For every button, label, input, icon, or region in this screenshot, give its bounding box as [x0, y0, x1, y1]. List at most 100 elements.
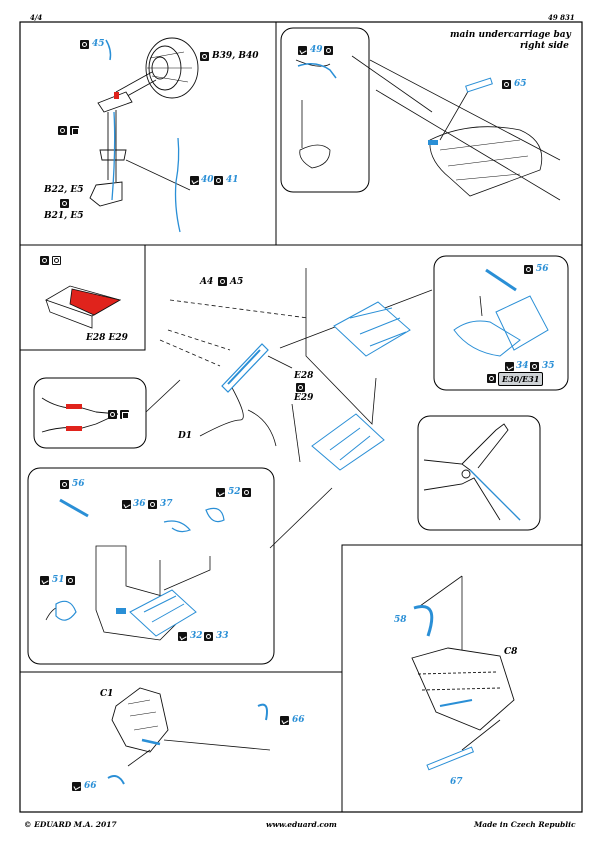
- bay-blue-mark: [428, 140, 438, 145]
- bend-icon: [298, 46, 307, 55]
- glue-icon: [242, 488, 251, 497]
- bend-icon: [178, 632, 187, 641]
- footer-origin: Made in Czech Republic: [474, 820, 576, 829]
- bend-icon: [280, 716, 289, 725]
- label-e28-e29-flap: E28 E29: [86, 333, 128, 343]
- label-b39-b40: B39, B40: [212, 51, 259, 61]
- part-58-arc: [413, 605, 434, 637]
- part-66-left: [107, 775, 125, 785]
- bay-title-line1: main undercarriage bay: [450, 30, 571, 40]
- bay-title-line2: right side: [520, 41, 569, 51]
- center-assembly: [145, 268, 433, 549]
- c1-blue-strip: [141, 738, 161, 746]
- callout-34: 34: [516, 361, 529, 371]
- callout-45: 45: [92, 39, 105, 49]
- glue-icon: [80, 40, 89, 49]
- fold-icon: [120, 410, 129, 419]
- glue-icon: [214, 176, 223, 185]
- paint-icon: [52, 256, 61, 265]
- glue-icon: [530, 362, 539, 371]
- lower-left-blue-54: [59, 498, 89, 518]
- lower-left-blue-grille: [129, 589, 197, 637]
- glue-icon: [200, 52, 209, 61]
- kit-number: 49 831: [548, 13, 575, 22]
- blue-rail-inner: [227, 349, 261, 385]
- label-c8: C8: [504, 647, 518, 657]
- bend-icon: [216, 488, 225, 497]
- callout-67: 67: [450, 777, 463, 787]
- callout-58: 58: [394, 615, 407, 625]
- label-b22-e5: B22, E5: [44, 185, 84, 195]
- part-49-shape: [297, 63, 337, 79]
- lower-left-blue-52: [205, 507, 225, 523]
- lower-left-drawing: [45, 545, 211, 641]
- callout-56-lower: 56: [72, 479, 85, 489]
- label-e28: E28: [294, 371, 314, 381]
- page-number: 4/4: [30, 13, 43, 22]
- glue-icon: [66, 576, 75, 585]
- right-inset-drawing: [453, 268, 549, 357]
- callout-65: 65: [514, 79, 527, 89]
- part-67-bar: [426, 746, 475, 771]
- bend-icon: [190, 176, 199, 185]
- callout-51: 51: [52, 575, 65, 585]
- c8-blue-edge: [439, 699, 473, 707]
- tag-e30-e31: E30/E31: [498, 372, 544, 386]
- footer-website: www.eduard.com: [266, 820, 337, 829]
- glue-icon: [524, 265, 533, 274]
- label-a5: A5: [230, 277, 244, 287]
- blue-grille-right: [333, 301, 411, 357]
- part-40-wire: [174, 137, 181, 233]
- glue-icon: [60, 480, 69, 489]
- callout-41: 41: [226, 175, 239, 185]
- callout-33: 33: [216, 631, 229, 641]
- label-e29: E29: [294, 393, 314, 403]
- lower-left-blue-36: [163, 520, 191, 533]
- flap-panel-border: [20, 245, 146, 351]
- flap-drawing: [45, 285, 122, 329]
- callout-37: 37: [160, 499, 173, 509]
- glue-icon: [218, 277, 227, 286]
- blue-rail-center: [221, 343, 269, 393]
- part-41-wire: [111, 111, 116, 201]
- paint-red-upper: [66, 404, 82, 409]
- glue-icon: [204, 632, 213, 641]
- callout-66-right: 66: [292, 715, 305, 725]
- glue-icon: [324, 46, 333, 55]
- callout-40: 40: [201, 175, 214, 185]
- label-c1: C1: [100, 689, 114, 699]
- part-65-plate: [465, 77, 493, 93]
- glue-icon: [487, 374, 496, 383]
- callout-49: 49: [310, 45, 323, 55]
- bay-structure: [295, 55, 561, 201]
- blue-grille-lower: [311, 413, 385, 471]
- lower-left-blue-51: [55, 600, 77, 621]
- label-d1: D1: [178, 431, 193, 441]
- cutter-detail-inset: [417, 415, 541, 531]
- glue-icon: [148, 500, 157, 509]
- glue-icon: [502, 80, 511, 89]
- c8-drawing: [411, 647, 515, 731]
- paint-red-lower: [66, 426, 82, 431]
- callout-36: 36: [133, 499, 146, 509]
- fold-icon: [70, 126, 79, 135]
- lower-left-blue-chip: [116, 608, 126, 614]
- callout-32: 32: [190, 631, 203, 641]
- bend-icon: [505, 362, 514, 371]
- part-66-right: [257, 703, 268, 721]
- cutter-blue-edge: [469, 469, 521, 521]
- c1-drawing: [111, 687, 169, 753]
- callout-52: 52: [228, 487, 241, 497]
- bend-icon: [72, 782, 81, 791]
- lower-left-inset: [27, 467, 275, 665]
- glue-icon: [58, 126, 67, 135]
- wheel-assembly: [89, 37, 199, 207]
- glue-icon: [296, 383, 305, 392]
- glue-icon: [108, 410, 117, 419]
- part-45-shape: [105, 39, 112, 61]
- callout-56-right: 56: [536, 264, 549, 274]
- paint-detail-inset: [33, 377, 147, 449]
- glue-icon: [60, 199, 69, 208]
